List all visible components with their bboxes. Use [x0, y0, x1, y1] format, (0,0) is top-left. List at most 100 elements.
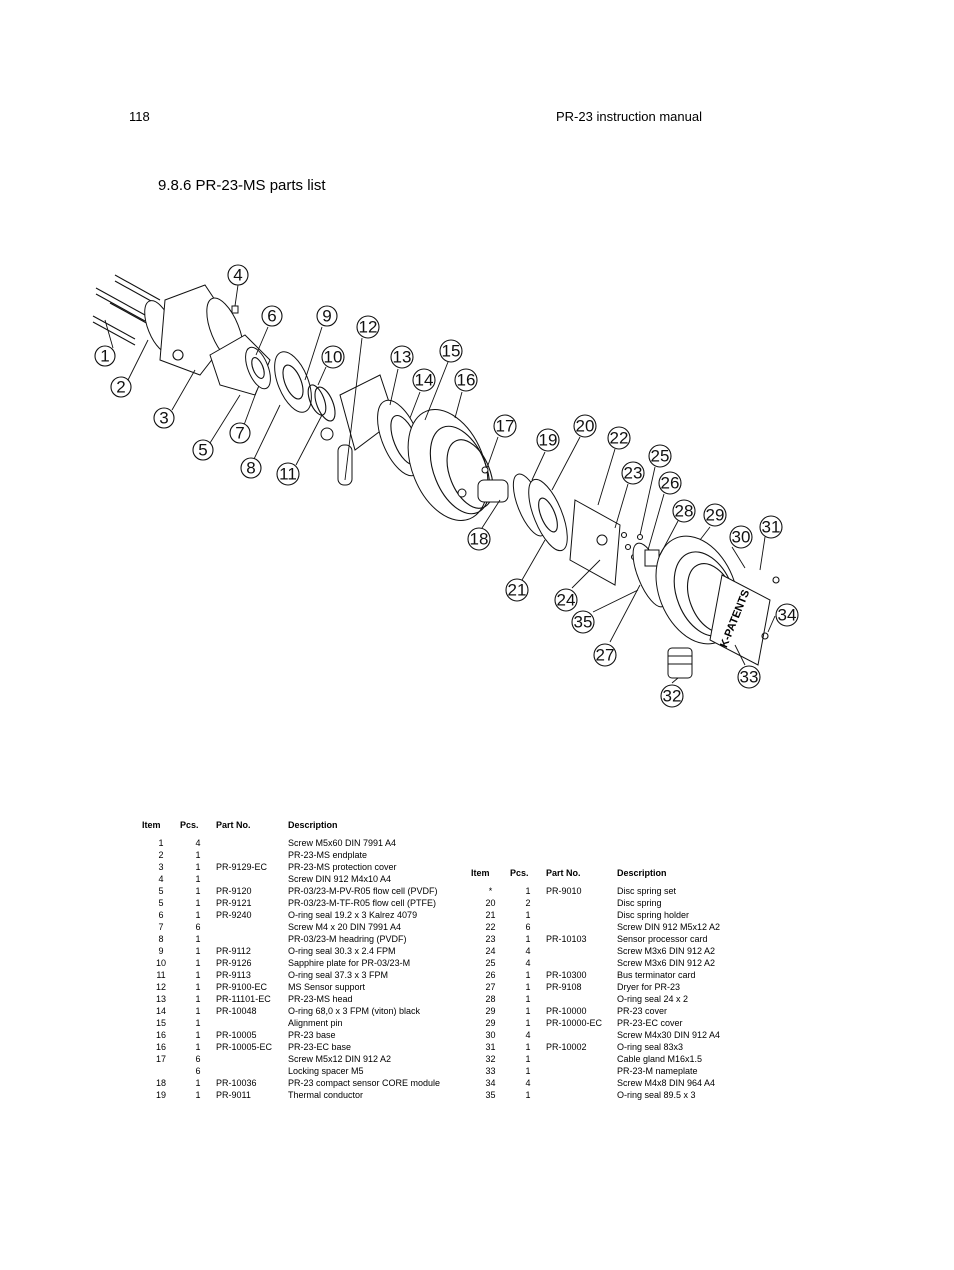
item-cell: 17: [155, 1054, 166, 1064]
item-cell: *: [488, 886, 493, 896]
item-cell: 15: [155, 1018, 166, 1028]
part-nameplate: K-PATENTS: [709, 574, 780, 666]
description-cell: Alignment pin: [288, 1018, 343, 1028]
description-cell: O-ring seal 24 x 2: [617, 994, 689, 1004]
svg-text:21: 21: [508, 581, 527, 600]
part-screw-4: [231, 305, 239, 314]
description-cell: PR-23-MS head: [288, 994, 353, 1004]
callout-34: 34: [775, 603, 799, 627]
column-header-description: Description: [288, 820, 338, 830]
item-cell: 7: [158, 922, 164, 932]
item-cell: [142, 1065, 180, 1077]
part-no-cell: [546, 921, 617, 933]
part-no-cell: [546, 957, 617, 969]
callout-12: 12: [356, 315, 380, 339]
item-cell: 11: [156, 970, 166, 980]
description-cell: Screw M4x30 DIN 912 A4: [617, 1030, 721, 1040]
description-cell: Screw M5x60 DIN 7991 A4: [288, 838, 397, 848]
item-cell: 20: [485, 898, 496, 908]
pcs-cell: 4: [525, 946, 531, 956]
svg-text:32: 32: [663, 687, 682, 706]
pcs-cell: 1: [195, 1018, 201, 1028]
callout-6: 6: [261, 305, 283, 327]
description-cell: PR-03/23-M headring (PVDF): [288, 934, 407, 944]
description-cell: Screw M4 x 20 DIN 7991 A4: [288, 922, 402, 932]
part-flow-cell: [209, 334, 271, 396]
part-no-cell: [546, 945, 617, 957]
description-cell: PR-23 cover: [617, 1006, 668, 1016]
pcs-cell: 6: [195, 1054, 201, 1064]
pcs-cell: 1: [525, 1018, 531, 1028]
description-cell: Disc spring set: [617, 886, 677, 896]
pcs-cell: 1: [195, 862, 201, 872]
item-cell: 12: [155, 982, 166, 992]
part-no-cell: [546, 1065, 617, 1077]
description-cell: Screw M3x6 DIN 912 A2: [617, 946, 716, 956]
svg-text:17: 17: [496, 417, 515, 436]
svg-text:24: 24: [557, 591, 576, 610]
svg-text:8: 8: [246, 459, 255, 478]
column-header-item: Item: [142, 820, 161, 830]
part-core-module: [457, 466, 509, 503]
callout-25: 25: [648, 444, 672, 468]
pcs-cell: 1: [525, 970, 531, 980]
callout-33: 33: [737, 665, 761, 689]
description-cell: O-ring seal 19.2 x 3 Kalrez 4079: [288, 910, 418, 920]
callout-28: 28: [672, 499, 696, 523]
description-cell: PR-23-M nameplate: [617, 1066, 698, 1076]
description-cell: Dryer for PR-23: [617, 982, 681, 992]
svg-text:27: 27: [596, 646, 615, 665]
part-no-cell: PR-9100-EC: [216, 982, 268, 992]
part-no-cell: [546, 909, 617, 921]
svg-text:19: 19: [539, 431, 558, 450]
svg-text:16: 16: [457, 371, 476, 390]
item-cell: 19: [155, 1090, 166, 1100]
svg-text:25: 25: [651, 447, 670, 466]
item-cell: 30: [485, 1030, 496, 1040]
item-cell: 27: [485, 982, 496, 992]
description-cell: O-ring seal 37.3 x 3 FPM: [288, 970, 389, 980]
description-cell: O-ring seal 30.3 x 2.4 FPM: [288, 946, 396, 956]
description-cell: PR-23-EC cover: [617, 1018, 683, 1028]
pcs-cell: 6: [525, 922, 531, 932]
part-no-cell: PR-9108: [546, 982, 582, 992]
item-cell: 5: [158, 886, 164, 896]
description-cell: PR-23-EC base: [288, 1042, 352, 1052]
part-no-cell: [216, 921, 288, 933]
callout-35: 35: [571, 610, 595, 634]
description-cell: O-ring 68,0 x 3 FPM (viton) black: [288, 1006, 421, 1016]
pcs-cell: 1: [195, 898, 201, 908]
description-cell: Screw M3x6 DIN 912 A2: [617, 958, 716, 968]
part-no-cell: PR-9126: [216, 958, 252, 968]
description-cell: Screw M4x8 DIN 964 A4: [617, 1078, 716, 1088]
pcs-cell: 1: [525, 1054, 531, 1064]
pcs-cell: 1: [195, 946, 201, 956]
part-base: [407, 409, 494, 521]
svg-text:22: 22: [610, 429, 629, 448]
part-no-cell: PR-10005: [216, 1030, 257, 1040]
callout-8: 8: [240, 457, 262, 479]
pcs-cell: 6: [195, 1066, 201, 1076]
callout-14: 14: [412, 368, 436, 392]
part-no-cell: PR-9120: [216, 886, 252, 896]
description-cell: PR-23-MS endplate: [288, 850, 368, 860]
callout-1: 1: [94, 345, 116, 367]
pcs-cell: 4: [525, 1030, 531, 1040]
pcs-cell: 4: [525, 958, 531, 968]
page-number: 118: [129, 109, 150, 124]
pcs-cell: 1: [195, 850, 201, 860]
part-no-cell: PR-10005-EC: [216, 1042, 273, 1052]
description-cell: Bus terminator card: [617, 970, 696, 980]
